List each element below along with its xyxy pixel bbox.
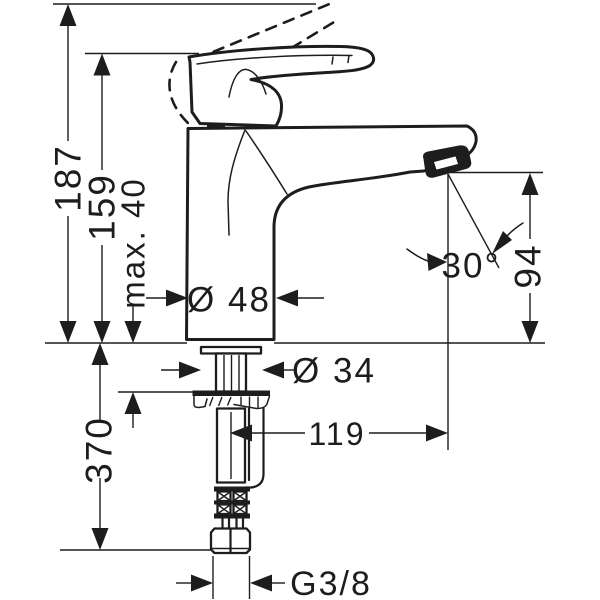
washer-right-skirt [233,395,271,410]
raised-lever-dashed-top-line [194,1,335,61]
angle-30-leader-right [506,222,524,237]
dim-lever-height: 159 [82,53,123,343]
dim-g38-arrow-right [250,574,272,592]
dim-159-arrow-up [93,53,111,76]
hose-strip-outer-edge [244,407,265,489]
dim-119-arrow-left [230,424,252,442]
crimp-band-middle [214,500,250,505]
dim-base-diameter: Ø 48 [146,281,324,320]
dim-max40-label: max. 40 [115,177,152,308]
dim-d34-arrow-right [262,361,284,379]
dim-connection-thread: G3/8 [176,565,372,600]
dim-94-arrow-down [521,321,539,343]
dim-overall-height: 187 [48,4,89,343]
hose-tails [221,517,245,530]
dim-d48-arrow-right [276,289,298,307]
dim-d34-arrow-left [179,361,201,379]
aerator-slot [432,154,460,172]
dim-outlet-height: 94 [508,173,549,343]
connection-nut [209,527,252,555]
angle-30-leader-left [406,248,429,262]
dim-spout-reach: 119 [230,416,448,452]
dim-shank-diameter: Ø 34 [161,352,376,391]
aerator [423,145,472,178]
handle-grip-tick-2 [347,54,350,64]
dim-g38-label: G3/8 [290,565,372,600]
hose-crimp-section [214,486,250,519]
dim-d34-label: Ø 34 [292,352,376,391]
washer-teeth [208,396,259,408]
dim-187-label: 187 [48,144,89,212]
dim-370-arrow-down [91,528,109,550]
angle-30-arrowhead-left [427,253,447,271]
handle-top-face-line [196,54,353,65]
washer-left-hook [193,395,208,409]
dim-outlet-angle: 30° [406,173,524,286]
dim-under-counter-length: 370 [79,343,120,550]
faucet-drawing [168,1,478,555]
dim-187-arrow-down [59,321,77,343]
dim-max40-arrow-up [124,392,142,414]
dim-94-label: 94 [508,243,549,288]
handle-highlight-curve [228,68,267,98]
dim-119-label: 119 [308,416,365,452]
dim-30deg-label: 30° [442,247,501,286]
body-highlight-diagonal [245,130,288,195]
angle-30-ray [447,173,500,269]
washer-top-bar [192,390,270,396]
dim-159-arrow-down [93,321,111,343]
mounting-assembly [192,345,271,555]
crimp-cross-hatch [217,491,247,515]
raised-lever-dashed-back-curve [168,60,192,127]
crimp-band-top [214,486,250,492]
mounting-flange [199,345,263,355]
dim-187-arrow-up [59,4,77,26]
dim-d48-label: Ø 48 [187,281,271,320]
supply-hose-strip [244,407,265,489]
dim-159-label: 159 [82,173,123,241]
faucet-handle [187,44,376,128]
dim-94-arrow-up [521,173,539,195]
reference-lines [45,3,545,599]
dim-119-arrow-right [426,424,448,442]
dim-g38-arrow-left [191,574,213,592]
crimp-band-bottom [214,513,250,519]
faucet-body-outline [185,124,478,341]
handle-body-seam [207,123,225,129]
mounting-washer [192,390,271,410]
dim-370-arrow-up [91,343,109,365]
dim-max-mounting-thickness: max. 40 [115,177,152,428]
dim-370-label: 370 [79,416,120,484]
dim-max40-arrow-down [124,321,142,343]
angle-30-arrowhead-right [492,231,512,254]
dim-d48-arrow-left [166,289,188,307]
shank-inner-lines [223,355,240,391]
handle-grip-tick-1 [331,56,334,65]
body-highlight-curve [227,129,246,236]
